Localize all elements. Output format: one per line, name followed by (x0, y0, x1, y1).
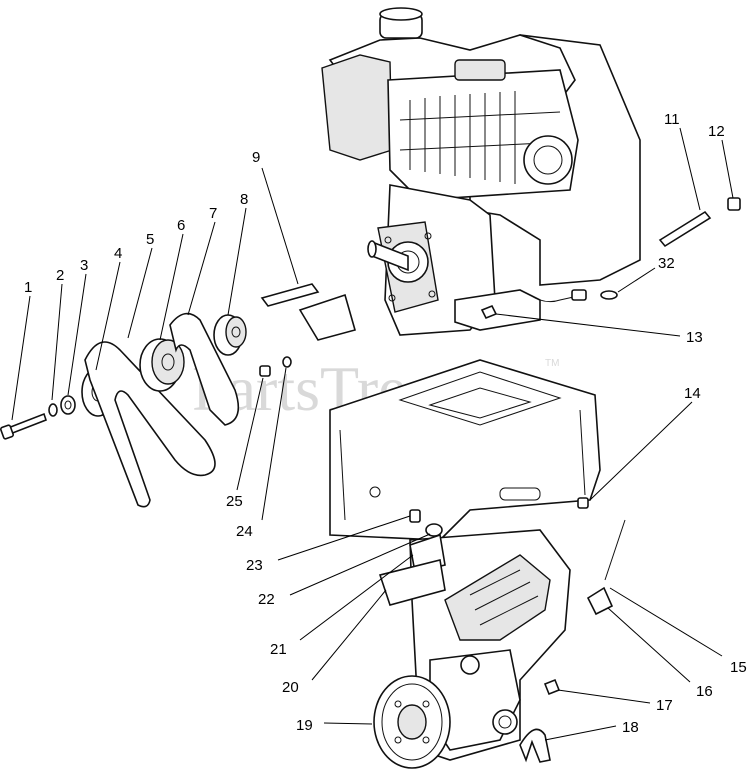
callout-4: 4 (114, 245, 122, 262)
callout-32: 32 (658, 255, 675, 272)
callout-17: 17 (656, 697, 673, 714)
bolt-25 (259, 365, 271, 377)
callout-5: 5 (146, 231, 154, 248)
callout-2: 2 (56, 267, 64, 284)
callout-24: 24 (236, 523, 253, 540)
callout-13: 13 (686, 329, 703, 346)
nut-22 (425, 523, 443, 537)
callout-22: 22 (258, 591, 275, 608)
callout-16: 16 (696, 683, 713, 700)
belt-18 (519, 728, 551, 763)
wire-harness (529, 294, 579, 303)
callout-7: 7 (209, 205, 217, 222)
rod-11 (658, 210, 712, 248)
callout-25: 25 (226, 493, 243, 510)
bolt-14 (577, 497, 589, 509)
pulley-stack (0, 312, 247, 508)
lower-housing (409, 529, 571, 761)
callout-labels: 1 2 3 4 5 6 7 8 9 11 12 32 13 14 25 24 2… (24, 111, 747, 736)
callout-14: 14 (684, 385, 701, 402)
engine-assembly (321, 7, 641, 336)
callout-18: 18 (622, 719, 639, 736)
leader-lines (11, 127, 734, 741)
bracket-20 (378, 559, 446, 606)
cap-12 (727, 197, 741, 211)
auger-pulley (373, 675, 451, 769)
callout-1: 1 (24, 279, 32, 296)
callout-15: 15 (730, 659, 747, 676)
callout-6: 6 (177, 217, 185, 234)
belt-guide-bracket (260, 283, 356, 341)
callout-9: 9 (252, 149, 260, 166)
callout-19: 19 (296, 717, 313, 734)
callout-21: 21 (270, 641, 287, 658)
fitting-16 (586, 586, 614, 616)
callout-8: 8 (240, 191, 248, 208)
callout-23: 23 (246, 557, 263, 574)
callout-11: 11 (664, 111, 680, 128)
callout-3: 3 (80, 257, 88, 274)
nut-17 (543, 678, 561, 696)
callout-20: 20 (282, 679, 299, 696)
washer-24 (282, 356, 292, 368)
plug-32 (600, 290, 618, 300)
bolt-23 (409, 509, 421, 523)
watermark-trademark: TM (545, 358, 559, 369)
callout-12: 12 (708, 123, 725, 140)
cable-15 (604, 519, 626, 581)
frame-plate (329, 359, 601, 554)
